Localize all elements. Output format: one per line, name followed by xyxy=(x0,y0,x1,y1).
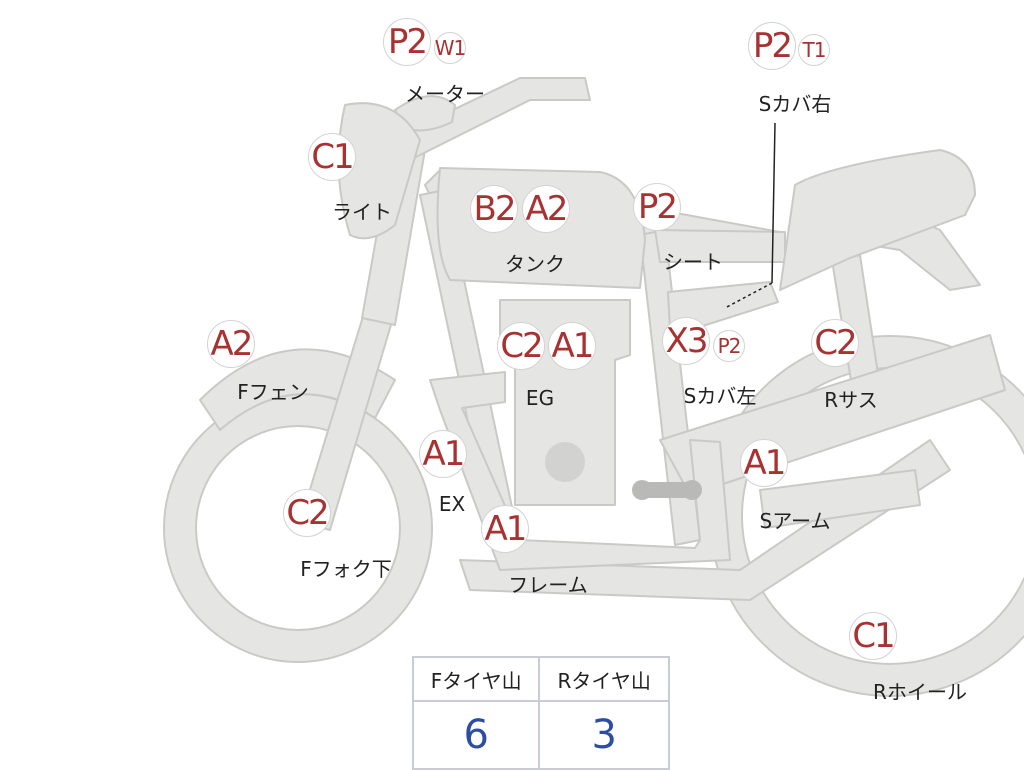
grade-badge-ffork: C2 xyxy=(283,489,331,537)
muffler-end xyxy=(632,480,702,500)
part-label-engine: EG xyxy=(525,386,555,410)
rear-tire-value: 3 xyxy=(538,700,670,770)
tire-table-value-row: 6 3 xyxy=(411,700,670,770)
grade-badge-rwheel: C1 xyxy=(849,612,897,660)
grade-badge-scover-right-sub: T1 xyxy=(798,34,830,66)
part-label-ffender: Fフェン xyxy=(237,380,309,404)
tire-tread-table: Fタイヤ山 Rタイヤ山 6 3 xyxy=(411,656,670,770)
grade-badge-tank-b: B2 xyxy=(470,185,518,233)
grade-badge-ffender: A2 xyxy=(207,320,255,368)
part-label-meter: メーター xyxy=(405,82,485,106)
grade-badge-exhaust: A1 xyxy=(419,430,467,478)
muffler-end-right xyxy=(682,480,702,500)
motorcycle-silhouette xyxy=(163,77,1024,697)
grade-badge-meter-sub: W1 xyxy=(434,32,466,64)
part-label-scover-left: Sカバ左 xyxy=(683,384,757,408)
part-label-tank: タンク xyxy=(505,252,565,276)
part-label-rsus: Rサス xyxy=(824,388,878,412)
front-wheel-inner-edge xyxy=(195,425,401,631)
part-label-ffork: Fフォク下 xyxy=(300,557,392,581)
part-label-frame: フレーム xyxy=(508,573,588,597)
rear-tire-header: Rタイヤ山 xyxy=(538,656,670,702)
chain-guard xyxy=(759,469,921,529)
grade-badge-engine-c: C2 xyxy=(497,322,545,370)
part-label-swingarm: Sアーム xyxy=(759,509,831,533)
scover-right-leader-dash xyxy=(724,282,773,309)
front-tire-value: 6 xyxy=(411,700,541,770)
scover-right-leader-line xyxy=(771,122,776,284)
grade-badge-engine-a: A1 xyxy=(548,322,596,370)
grade-badge-rsus: C2 xyxy=(811,319,859,367)
front-tire-header: Fタイヤ山 xyxy=(411,656,541,702)
frame-lower-rail xyxy=(459,439,951,601)
front-wheel xyxy=(165,395,431,661)
tire-table-header-row: Fタイヤ山 Rタイヤ山 xyxy=(411,656,670,702)
tail-cowl xyxy=(779,149,976,291)
grade-badge-scover-left: X3 xyxy=(662,317,710,365)
grade-badge-meter: P2 xyxy=(383,18,431,66)
muffler-end-tube xyxy=(642,482,692,498)
part-label-scover-right: Sカバ右 xyxy=(758,92,832,116)
grade-badge-seat: P2 xyxy=(633,183,681,231)
grade-badge-frame: A1 xyxy=(481,505,529,553)
grade-badge-swingarm: A1 xyxy=(740,439,788,487)
grade-badge-tank-a: A2 xyxy=(522,185,570,233)
part-label-rwheel: Rホイール xyxy=(873,680,967,704)
engine-crankcase-circle xyxy=(545,442,585,482)
grade-badge-scover-left-sub: P2 xyxy=(713,330,745,362)
part-label-light: ライト xyxy=(332,200,392,224)
part-label-seat: シート xyxy=(663,250,723,274)
part-label-exhaust: EX xyxy=(438,492,466,516)
grade-badge-light: C1 xyxy=(308,133,356,181)
grade-badge-scover-right: P2 xyxy=(748,22,796,70)
